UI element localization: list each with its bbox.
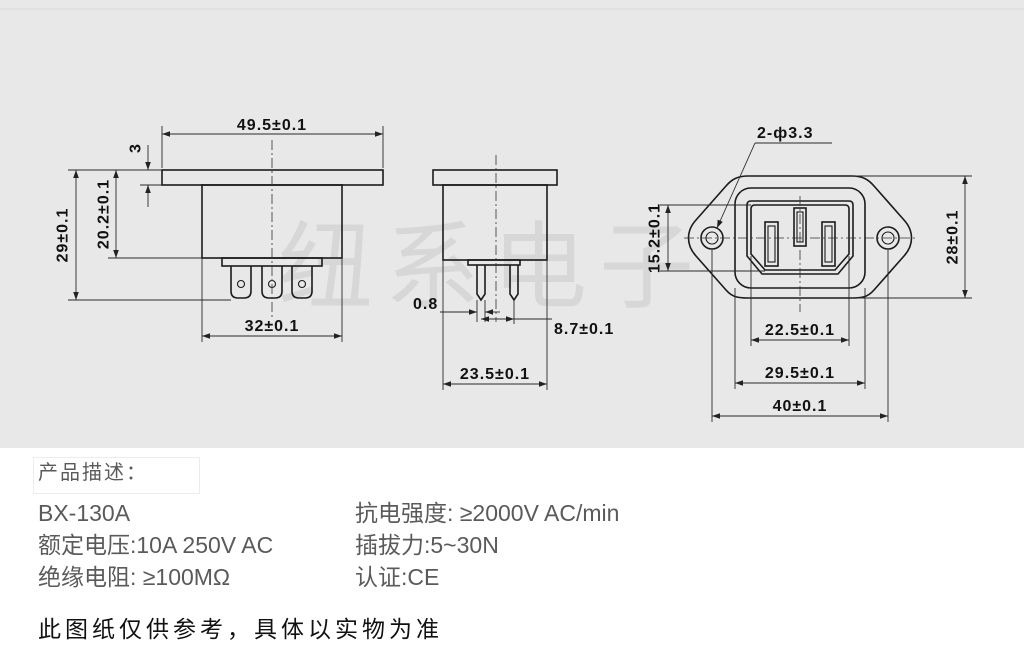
dim-flange-label: 3	[128, 143, 145, 153]
description-heading: 产品描述：	[38, 462, 148, 484]
spec-insulation-resistance: 绝缘电阻: ≥100MΩ	[38, 564, 231, 590]
dim-flange-height: 28±0.1	[852, 175, 972, 299]
front-view-pin-right	[821, 221, 836, 267]
terminal-hole-right	[297, 279, 307, 289]
dim-hole-spacing-label: 40±0.1	[773, 398, 828, 415]
reference-note: 此图纸仅供参考，具体以实物为准	[38, 617, 443, 643]
dim-side-body-width: 32±0.1	[201, 258, 343, 342]
front-view-pin-left-inner	[767, 225, 776, 263]
dim-end-body-width: 23.5±0.1	[442, 260, 548, 390]
dim-socket-height-label: 15.2±0.1	[647, 203, 664, 273]
dim-end-body-label: 23.5±0.1	[460, 366, 530, 383]
side-view	[161, 140, 384, 318]
dim-holes-label: 2-ф3.3	[757, 125, 813, 142]
model-number: BX-130A	[38, 500, 131, 526]
dim-side-total-height: 29±0.1	[55, 170, 231, 301]
technical-drawing: 纽系电子 49.5±0.1 3 20.2±0.1 29±0.1	[0, 0, 1024, 448]
front-view-socket-cavity	[750, 204, 850, 271]
terminal-tab-right	[291, 266, 313, 299]
front-view-pin-right-inner	[824, 225, 833, 263]
dim-holes: 2-ф3.3	[716, 125, 832, 229]
dim-pin-spacing: 8.7±0.1	[481, 300, 614, 338]
end-view-pin-left	[476, 265, 486, 302]
watermark: 纽系电子	[278, 213, 706, 323]
front-view	[684, 175, 918, 312]
dim-side-width-label: 49.5±0.1	[237, 117, 307, 134]
dim-side-total-label: 29±0.1	[55, 208, 72, 263]
dim-side-body-label: 32±0.1	[245, 318, 300, 335]
dim-pin-spacing-label: 8.7±0.1	[554, 321, 614, 338]
spec-insertion-force: 插拔力:5~30N	[355, 532, 499, 558]
terminal-tab-left	[230, 266, 252, 299]
dim-pin-width: 0.8	[413, 296, 500, 322]
spec-dielectric-strength: 抗电强度: ≥2000V AC/min	[355, 500, 620, 526]
terminal-hole-left	[236, 279, 246, 289]
dim-socket-height: 15.2±0.1	[647, 203, 765, 273]
front-view-pin-left	[764, 221, 779, 267]
dim-frame-width-label: 29.5±0.1	[765, 365, 835, 382]
end-view-pin-base	[467, 259, 521, 266]
front-view-socket-wall	[746, 200, 854, 275]
dim-hole-spacing: 40±0.1	[711, 250, 889, 422]
dim-pin-width-label: 0.8	[413, 296, 438, 313]
dim-holes-leader	[716, 142, 756, 229]
spec-certification: 认证:CE	[355, 564, 440, 590]
dim-frame-width: 29.5±0.1	[734, 288, 866, 389]
description-heading-box	[33, 457, 200, 494]
dim-socket-width-label: 22.5±0.1	[765, 322, 835, 339]
dim-flange-height-label: 28±0.1	[945, 210, 962, 265]
dim-side-height: 20.2±0.1	[96, 170, 202, 259]
dim-side-height-label: 20.2±0.1	[96, 179, 113, 249]
dim-socket-width: 22.5±0.1	[750, 256, 850, 346]
dim-side-width: 49.5±0.1	[161, 117, 384, 168]
spec-rated-voltage: 额定电压:10A 250V AC	[38, 532, 274, 558]
